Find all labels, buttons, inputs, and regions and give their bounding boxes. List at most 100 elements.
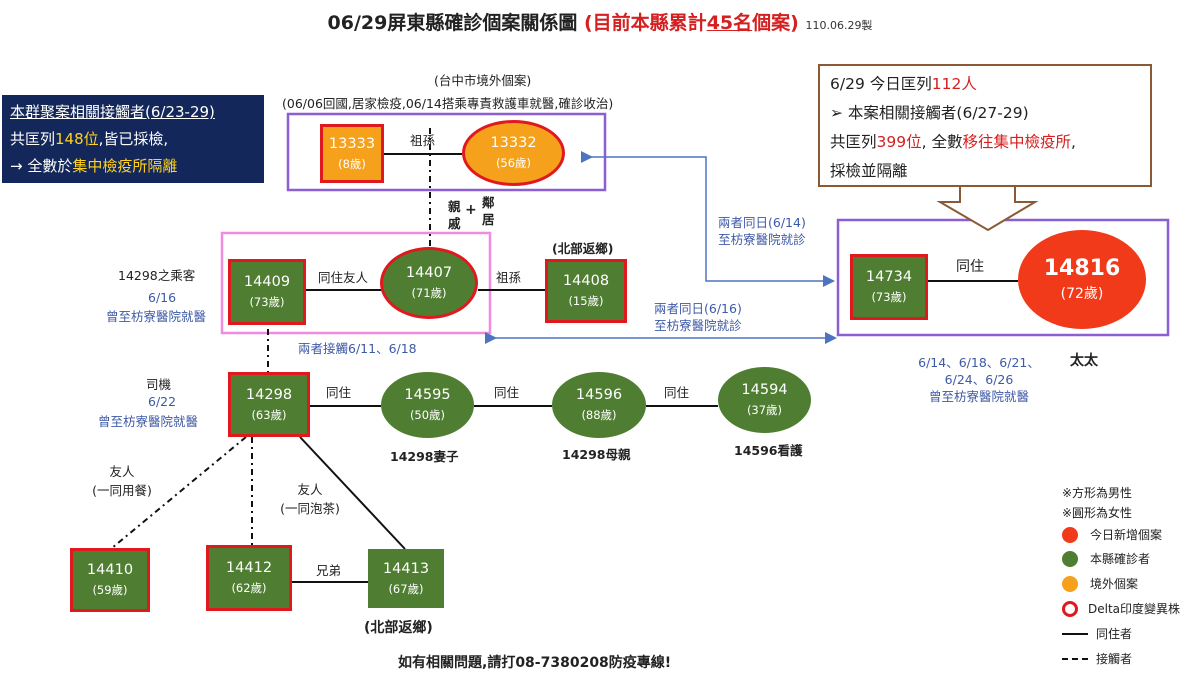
case-age: (8歲) bbox=[338, 156, 366, 171]
case-id: 14298 bbox=[245, 386, 293, 403]
callout-line3: 共匡列399位, 全數移往集中檢疫所, bbox=[830, 128, 1140, 157]
callout-line4: 採檢並隔離 bbox=[830, 162, 908, 180]
friend-meal-label: 友人 (一同用餐) bbox=[82, 462, 162, 500]
title-count-pre: (目前本縣累計 bbox=[584, 12, 707, 34]
case-age: (50歲) bbox=[409, 408, 446, 422]
callout-line1-a: 6/29 今日匡列 bbox=[830, 75, 932, 93]
summary-line1: 本群聚案相關接觸者(6/23-29) bbox=[10, 103, 215, 121]
legend-male: ※方形為男性 bbox=[1062, 486, 1133, 500]
north-return-label-1: (北部返鄉) bbox=[552, 241, 614, 256]
summary-count: 148位 bbox=[55, 130, 99, 148]
title-date: 110.06.29製 bbox=[805, 19, 873, 32]
case-age: (37歲) bbox=[746, 403, 783, 417]
case-age: (72歲) bbox=[1060, 285, 1104, 302]
case-id: 13333 bbox=[328, 135, 376, 152]
case-id: 14409 bbox=[243, 274, 291, 290]
case-13332[interactable]: 13332 (56歲) bbox=[462, 120, 565, 186]
relatives-char2: 戚 bbox=[448, 216, 461, 231]
legend-delta: Delta印度變異株 bbox=[1062, 600, 1180, 617]
case-14734[interactable]: 14734 (73歲) bbox=[850, 254, 928, 320]
wife-label: 太太 bbox=[1070, 353, 1098, 369]
case-13333[interactable]: 13333 (8歲) bbox=[320, 124, 384, 183]
case-14594[interactable]: 14594 (37歲) bbox=[718, 367, 811, 433]
case-age: (15歲) bbox=[568, 294, 604, 308]
same-day-616-line1: 兩者同日(6/16) bbox=[654, 301, 742, 316]
legend-imported: 境外個案 bbox=[1062, 575, 1138, 592]
case-id: 14413 bbox=[382, 560, 430, 577]
legend-cohabit: 同住者 bbox=[1062, 625, 1132, 642]
case-14816[interactable]: 14816 (72歲) bbox=[1018, 230, 1146, 329]
summary-line3-a: → 全數於 bbox=[10, 157, 73, 175]
callout-line3-c: , bbox=[1070, 133, 1076, 151]
dashed-line-swatch-icon bbox=[1062, 657, 1088, 660]
callout-pointer bbox=[936, 185, 1039, 232]
driver-label: 司機 bbox=[146, 377, 172, 392]
case-age: (73歲) bbox=[871, 290, 907, 304]
case-14595[interactable]: 14595 (50歲) bbox=[381, 372, 474, 438]
imported-case-swatch-icon bbox=[1062, 575, 1078, 592]
legend-contact: 接觸者 bbox=[1062, 650, 1132, 667]
mother-role-label: 14298母親 bbox=[562, 447, 631, 462]
case-age: (67歲) bbox=[388, 581, 424, 596]
legend-new-today: 今日新增個案 bbox=[1062, 526, 1162, 543]
taichung-label: (台中市境外個案) bbox=[434, 73, 532, 88]
contact-611-label: 兩者接觸6/11、6/18 bbox=[298, 341, 417, 356]
friend-meal-line2: (一同用餐) bbox=[92, 483, 152, 498]
case-14409[interactable]: 14409 (73歲) bbox=[228, 259, 306, 325]
summary-highlight: 集中檢疫所隔離 bbox=[72, 157, 178, 175]
callout-today-count: 112人 bbox=[931, 75, 977, 93]
callout-line1: 6/29 今日匡列112人 bbox=[830, 70, 1140, 99]
case-14413[interactable]: 14413 (67歲) bbox=[368, 549, 444, 608]
caregiver-role-label: 14596看護 bbox=[734, 443, 803, 458]
cohabit-right-label: 同住 bbox=[956, 259, 984, 275]
taichung-detail: (06/06回國,居家檢疫,06/14搭乘專責救護車就醫,確診收治) bbox=[282, 96, 614, 111]
same-day-614-label: 兩者同日(6/14)至枋寮醫院就診 bbox=[718, 214, 806, 248]
case-14408[interactable]: 14408 (15歲) bbox=[545, 259, 627, 323]
legend-county: 本縣確診者 bbox=[1062, 550, 1150, 567]
new-case-swatch-icon bbox=[1062, 526, 1078, 543]
same-day-616-line2: 至枋寮醫院就診 bbox=[654, 318, 742, 333]
summary-line2-a: 共匡列 bbox=[10, 130, 56, 148]
grandkid-label-2: 祖孫 bbox=[496, 270, 522, 285]
case-age: (73歲) bbox=[249, 295, 285, 309]
grandkid-label-top: 祖孫 bbox=[410, 133, 436, 148]
case-14410[interactable]: 14410 (59歲) bbox=[70, 548, 150, 612]
case-age: (59歲) bbox=[92, 583, 128, 597]
case-id: 14412 bbox=[225, 560, 273, 576]
case-id: 14407 bbox=[405, 265, 453, 281]
callout-line3-a: 共匡列 bbox=[830, 133, 877, 151]
cohabit-label-1: 同住 bbox=[326, 385, 352, 400]
arrow-13332-14734 bbox=[581, 151, 835, 287]
case-14298[interactable]: 14298 (63歲) bbox=[228, 372, 310, 437]
case-id: 14595 bbox=[404, 387, 451, 403]
friend-meal-line1: 友人 bbox=[109, 464, 135, 479]
case-14596[interactable]: 14596 (88歲) bbox=[552, 372, 646, 438]
neighbors-label: 鄰居 bbox=[482, 194, 495, 228]
summary-line2-b: ,皆已採檢, bbox=[98, 130, 169, 148]
case-14407[interactable]: 14407 (71歲) bbox=[380, 247, 478, 319]
case-id: 14734 bbox=[865, 269, 913, 285]
county-case-swatch-icon bbox=[1062, 550, 1078, 567]
case-id: 14408 bbox=[562, 273, 610, 289]
title-count-post: 個案) bbox=[752, 12, 799, 34]
hospital-616-label: 曾至枋寮醫院就醫 bbox=[106, 309, 207, 324]
date-616-label: 6/16 bbox=[148, 290, 177, 305]
contact-14298-14410 bbox=[111, 436, 247, 549]
dates-right-line3: 曾至枋寮醫院就醫 bbox=[928, 389, 1029, 404]
case-id: 14596 bbox=[575, 387, 623, 403]
callout-line2: ➢ 本案相關接觸者(6/27-29) bbox=[830, 104, 1029, 122]
plus-label: + bbox=[465, 202, 477, 218]
callout-line3-b: , 全數 bbox=[921, 133, 963, 151]
passenger-label: 14298之乘客 bbox=[118, 268, 196, 283]
delta-ring-swatch-icon bbox=[1062, 600, 1078, 617]
cohabit-friend-label: 同住友人 bbox=[318, 270, 369, 285]
friend-tea-label: 友人(一同泡茶) bbox=[270, 480, 350, 518]
legend-county-text: 本縣確診者 bbox=[1090, 552, 1151, 566]
date-622-label: 6/22 bbox=[148, 394, 177, 409]
legend-contact-text: 接觸者 bbox=[1096, 652, 1133, 666]
legend-delta-text: Delta印度變異株 bbox=[1088, 602, 1181, 616]
title-count-num: 45名 bbox=[706, 12, 753, 34]
callout-contact-count: 399位 bbox=[876, 133, 922, 151]
case-14412[interactable]: 14412 (62歲) bbox=[206, 545, 292, 611]
